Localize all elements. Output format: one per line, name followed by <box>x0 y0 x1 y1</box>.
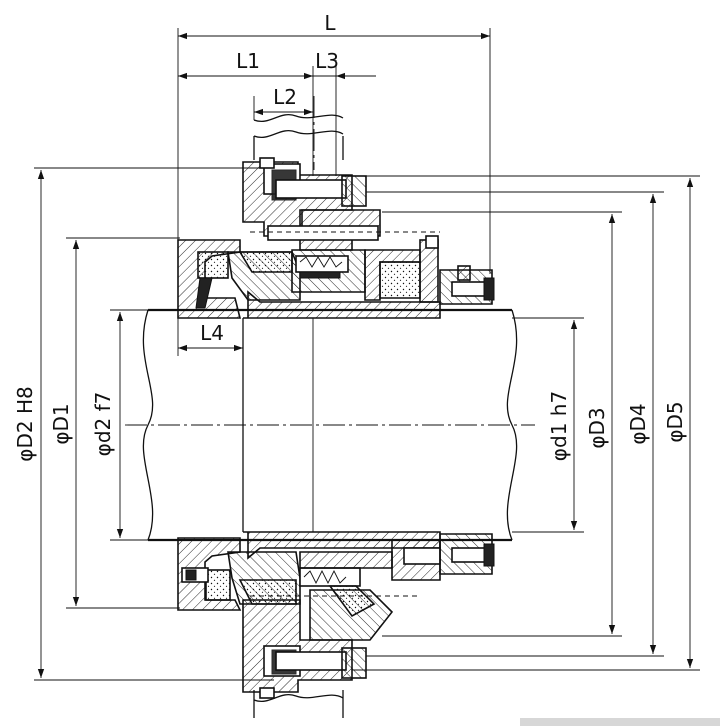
label-L4: L4 <box>200 321 224 345</box>
label-L2: L2 <box>273 85 297 109</box>
shaft <box>125 308 535 542</box>
seal-upper-half <box>177 157 495 319</box>
label-D3: φD3 <box>585 407 609 448</box>
label-d2: φd2 f7 <box>91 392 115 457</box>
label-L3: L3 <box>315 49 339 73</box>
seal-lower-half <box>177 531 495 699</box>
label-D2: φD2 H8 <box>13 386 37 461</box>
dimension-labels: L L1 L3 L2 L4 φD2 H8 φD1 φd2 f7 φd1 h7 φ… <box>13 11 687 462</box>
label-D5: φD5 <box>663 401 687 442</box>
label-L: L <box>324 11 336 35</box>
label-D4: φD4 <box>626 403 650 444</box>
label-d1: φd1 h7 <box>547 391 571 461</box>
dimension-lines <box>34 28 700 681</box>
housing-bore-break <box>253 96 344 718</box>
horizontal-scrollbar[interactable] <box>520 718 720 726</box>
label-D1: φD1 <box>49 403 73 444</box>
label-L1: L1 <box>236 49 260 73</box>
